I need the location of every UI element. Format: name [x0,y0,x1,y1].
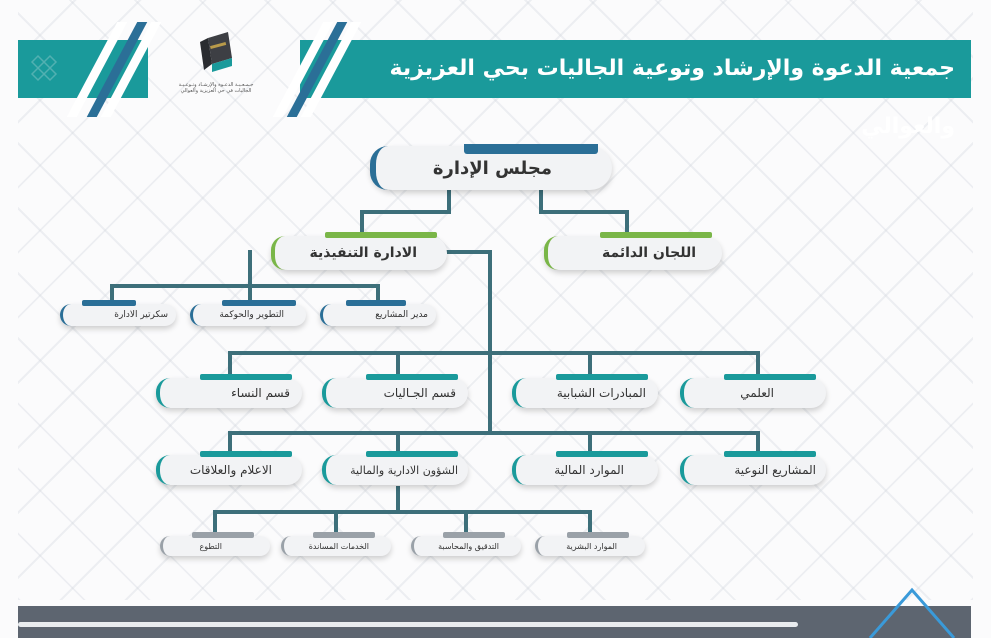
node-arc [535,536,549,556]
node-arc [512,455,526,485]
node-label: التطوير والحوكمة [219,310,284,320]
node-cap [222,300,296,306]
node-label: الشؤون الادارية والمالية [350,463,458,477]
node-cap [346,300,406,306]
node-cap [313,532,375,538]
node-admin-finance: الشؤون الادارية والمالية [322,451,468,485]
connector-admin-bus [396,486,592,514]
node-support-services: الخدمات المساندة [281,532,391,556]
association-logo [170,30,262,100]
node-youth: المبادرات الشبابية [512,374,658,408]
node-arc [156,378,170,408]
logo-caption: جـمـعـيـة الدعـوة والإرشـاد وتـوعـيـة ال… [178,82,254,94]
node-cap [192,532,254,538]
node-secretary: سكرتير الادارة [60,300,176,326]
node-label: قسم الجـاليات [383,386,456,400]
node-cap [200,451,292,457]
node-arc [680,455,694,485]
title-banner [300,40,971,98]
node-cap [366,451,458,457]
node-label: الموارد البشرية [566,541,617,551]
node-arc [281,536,295,556]
node-cap [600,232,712,238]
node-human-resources: الموارد البشرية [535,532,645,556]
node-cap [724,451,816,457]
connector-board-executive [360,188,451,238]
kaaba-logo-icon [200,32,232,72]
node-label: مدير المشاريع [375,310,428,320]
node-cap [325,232,437,238]
node-cap [464,144,598,154]
node-audit: التدقيق والمحاسبة [411,532,521,556]
node-label: الخدمات المساندة [308,541,369,551]
node-cap [556,374,648,380]
node-arc [322,378,336,408]
node-label: التدقيق والمحاسبة [438,541,499,551]
background-pattern [18,0,973,600]
node-cap [200,374,292,380]
node-media: الاعلام والعلاقات [156,451,302,485]
node-cap [556,451,648,457]
node-committees: اللجان الدائمة [544,232,722,270]
node-label: سكرتير الادارة [114,310,168,320]
chevron-up-icon [868,587,956,638]
node-arc [160,536,174,556]
connector-executive-trunk [444,250,492,435]
node-financial-resources: الموارد المالية [512,451,658,485]
node-scientific: العلمي [680,374,826,408]
node-label: الاعلام والعلاقات [189,463,272,477]
node-cap [567,532,629,538]
node-cap [724,374,816,380]
node-arc [156,455,170,485]
node-label: الموارد المالية [554,463,624,477]
node-arc [320,304,334,326]
node-arc [512,378,526,408]
node-label: المبادرات الشبابية [556,386,646,400]
node-arc [190,304,204,326]
node-arc [370,146,388,190]
node-arc [322,455,336,485]
node-cap [82,300,136,306]
connector-board-committees [539,188,629,238]
node-label: العلمي [740,386,774,400]
pattern-icon [30,54,58,82]
node-label: مجلس الإدارة [432,157,552,179]
page-title: جمعية الدعوة والإرشاد وتوعية الجاليات بح… [389,56,955,139]
node-cap [366,374,458,380]
node-development: التطوير والحوكمة [190,300,306,326]
node-special-projects: المشاريع النوعية [680,451,826,485]
node-label: المشاريع النوعية [734,463,816,477]
node-arc [544,236,558,270]
node-volunteering: التطوع [160,532,270,556]
node-projects-manager: مدير المشاريع [320,300,436,326]
node-executive: الادارة التنفيذية [271,232,447,270]
node-arc [271,236,285,270]
node-women: قسم النساء [156,374,302,408]
node-label: التطوع [199,541,222,551]
node-label: اللجان الدائمة [601,245,696,261]
node-board: مجلس الإدارة [370,144,612,190]
node-label: الادارة التنفيذية [309,245,417,261]
node-cap [443,532,505,538]
node-label: قسم النساء [231,386,290,400]
footer-line [18,622,798,627]
node-arc [680,378,694,408]
node-arc [60,304,74,326]
node-arc [411,536,425,556]
node-communities: قسم الجـاليات [322,374,468,408]
